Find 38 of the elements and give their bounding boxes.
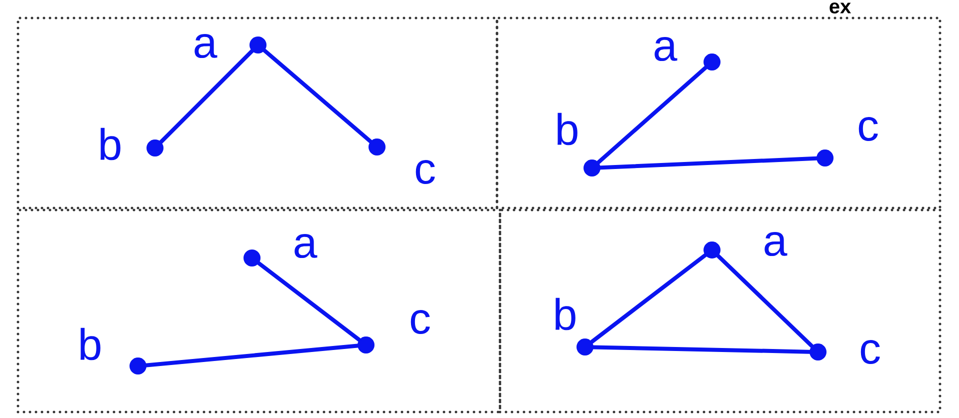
panel-frame bbox=[496, 16, 942, 210]
vertex-label: c bbox=[416, 160, 435, 184]
vertex-label: a bbox=[764, 232, 788, 256]
vertex-label: b bbox=[80, 328, 100, 360]
vertex-label: b bbox=[558, 112, 578, 146]
vertex-dot bbox=[576, 338, 594, 356]
vertex-dot bbox=[810, 344, 826, 360]
panel-frame bbox=[16, 208, 502, 414]
heading-text: ex bbox=[830, 2, 851, 14]
graph-edge bbox=[590, 253, 708, 344]
vertex-dot bbox=[704, 242, 720, 258]
graph-edge bbox=[144, 344, 360, 368]
vertex-dot bbox=[816, 150, 834, 166]
graph-edge bbox=[159, 49, 254, 144]
vertex-label: a bbox=[194, 34, 218, 58]
vertex-dot bbox=[244, 250, 260, 266]
vertex-label: c bbox=[860, 340, 880, 364]
panel-frame bbox=[16, 16, 498, 210]
vertex-label: b bbox=[556, 298, 576, 330]
vertex-label: a bbox=[294, 234, 318, 258]
graph-edge bbox=[256, 261, 362, 342]
vertex-dot bbox=[584, 160, 600, 176]
graph-edge bbox=[596, 66, 708, 164]
vertex-dot bbox=[358, 336, 374, 354]
graph-edge bbox=[716, 254, 814, 348]
graph-edge bbox=[262, 48, 372, 144]
vertex-dot bbox=[146, 140, 164, 156]
graph-edge bbox=[598, 156, 818, 170]
panel-frame bbox=[498, 208, 942, 414]
vertex-label: b bbox=[100, 128, 120, 160]
vertex-dot bbox=[368, 138, 386, 156]
vertex-label: c bbox=[410, 310, 430, 334]
vertex-dot bbox=[704, 54, 720, 70]
vertex-dot bbox=[250, 36, 266, 54]
vertex-label: a bbox=[654, 36, 678, 62]
vertex-label: c bbox=[858, 116, 878, 142]
graph-edge bbox=[592, 345, 812, 354]
vertex-dot bbox=[130, 358, 146, 374]
